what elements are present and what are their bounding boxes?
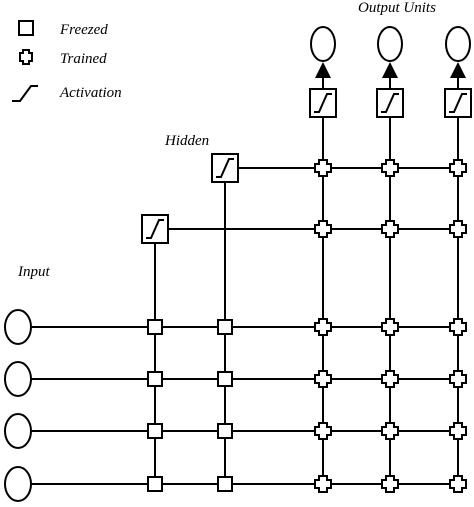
trained-weight-o3-r6 (449, 475, 467, 493)
activation-icon (381, 93, 399, 113)
output-unit-1 (310, 26, 336, 62)
output-activation-2 (376, 88, 404, 118)
frozen-weight-h1-i1 (147, 319, 163, 335)
trained-weight-o2-r3 (381, 318, 399, 336)
output-activation-3 (444, 88, 472, 118)
trained-weight-o1-r6 (314, 475, 332, 493)
trained-weight-o2-r5 (381, 422, 399, 440)
input-unit-1 (4, 309, 32, 345)
frozen-weight-h1-i4 (147, 476, 163, 492)
network-nodes (4, 26, 472, 502)
trained-weight-o2-r1 (381, 159, 399, 177)
input-unit-4 (4, 466, 32, 502)
hidden-unit-1 (141, 214, 169, 244)
frozen-weight-h2-i1 (217, 319, 233, 335)
legend-item-trained: Trained (19, 49, 107, 67)
legend: Freezed Trained Activation (12, 20, 122, 102)
output-units-label: Output Units (358, 0, 436, 16)
output-unit-3 (445, 26, 471, 62)
trained-weight-o2-r6 (381, 475, 399, 493)
frozen-weight-h1-i2 (147, 371, 163, 387)
trained-weight-o1-r2 (314, 220, 332, 238)
legend-item-activation: Activation (12, 85, 122, 102)
legend-label-trained: Trained (60, 51, 107, 67)
trained-weight-o2-r2 (381, 220, 399, 238)
activation-icon (12, 85, 38, 102)
trained-weight-o3-r5 (449, 422, 467, 440)
legend-item-freezed: Freezed (18, 20, 108, 38)
connection-wires (30, 62, 466, 492)
activation-icon (449, 93, 467, 113)
legend-label-freezed: Freezed (59, 22, 108, 38)
frozen-weight-h2-i4 (217, 476, 233, 492)
hidden-unit-2 (211, 153, 239, 183)
frozen-weight-h2-i2 (217, 371, 233, 387)
trained-weight-o1-r3 (314, 318, 332, 336)
trained-weight-o2-r4 (381, 370, 399, 388)
output-unit-2 (377, 26, 403, 62)
trained-weight-o3-r2 (449, 220, 467, 238)
hidden-label: Hidden (164, 133, 209, 149)
activation-icon (314, 93, 332, 113)
frozen-weight-h2-i3 (217, 423, 233, 439)
activation-icon (146, 219, 164, 239)
trained-weight-o3-r1 (449, 159, 467, 177)
legend-label-activation: Activation (59, 85, 122, 101)
input-unit-2 (4, 361, 32, 397)
output-activation-1 (309, 88, 337, 118)
trained-weight-o1-r1 (314, 159, 332, 177)
octagon-icon (19, 49, 33, 65)
trained-weight-o1-r5 (314, 422, 332, 440)
trained-weight-o3-r3 (449, 318, 467, 336)
square-icon (18, 20, 34, 36)
trained-weight-o1-r4 (314, 370, 332, 388)
frozen-weight-h1-i3 (147, 423, 163, 439)
activation-icon (216, 158, 234, 178)
input-label: Input (17, 264, 50, 280)
trained-weight-o3-r4 (449, 370, 467, 388)
input-unit-3 (4, 413, 32, 449)
